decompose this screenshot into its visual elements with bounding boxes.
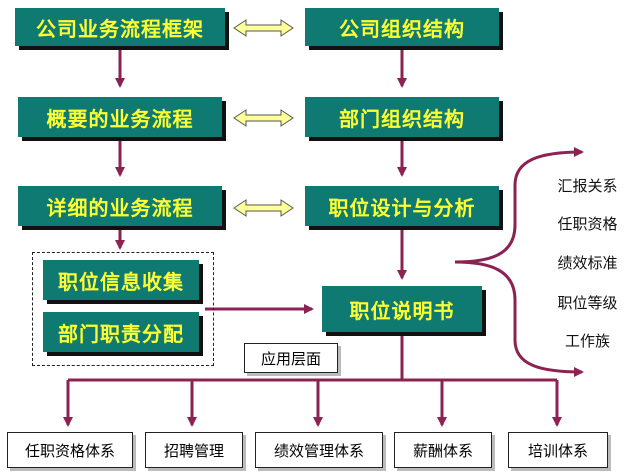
double-arrow-2 — [233, 109, 294, 127]
output-brace-upper — [454, 147, 584, 264]
system-2: 绩效管理体系 — [255, 432, 383, 468]
double-arrow-1 — [233, 19, 294, 37]
output-1: 任职资格 — [557, 215, 618, 233]
box-dept-duty: 部门职责分配 — [43, 312, 199, 352]
output-4: 工作族 — [564, 332, 610, 350]
box-company-org: 公司组织结构 — [305, 8, 499, 46]
box-detailed: 详细的业务流程 — [18, 186, 222, 226]
system-4: 培训体系 — [508, 432, 608, 468]
dashed-group — [32, 252, 214, 366]
output-2: 绩效标准 — [557, 254, 618, 272]
double-arrow-3 — [233, 199, 294, 217]
system-0: 任职资格体系 — [7, 432, 133, 468]
box-dept-org: 部门组织结构 — [305, 97, 499, 137]
box-overview: 概要的业务流程 — [18, 97, 222, 137]
box-description: 职位说明书 — [322, 286, 482, 332]
output-3: 职位等级 — [557, 294, 618, 312]
system-1: 招聘管理 — [145, 432, 243, 468]
output-brace-lower — [454, 260, 584, 377]
output-0: 汇报关系 — [557, 177, 618, 195]
app-level-label: 应用层面 — [244, 343, 338, 373]
box-design: 职位设计与分析 — [305, 186, 499, 226]
box-framework: 公司业务流程框架 — [15, 8, 225, 46]
system-3: 薪酬体系 — [394, 432, 492, 468]
box-info-collect: 职位信息收集 — [43, 260, 199, 300]
